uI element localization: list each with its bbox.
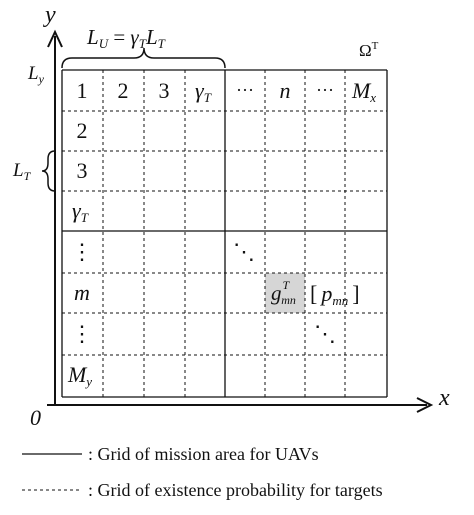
col-label-2: 2: [118, 78, 129, 103]
region-label: ΩT: [359, 40, 379, 60]
row-label-vdots-2: ⋮: [71, 321, 93, 346]
col-label-n: n: [280, 78, 291, 103]
col-label-ellipsis-2: ···: [316, 80, 334, 100]
highlight-cell-probability: [pmn]: [310, 281, 360, 308]
legend-dashed-text: : Grid of existence probability for targ…: [88, 480, 383, 500]
y-axis-arrowhead: [47, 29, 63, 48]
legend-solid-text: : Grid of mission area for UAVs: [88, 444, 319, 464]
origin-label: 0: [30, 405, 41, 430]
brace-top-formula: LU = γTLT: [86, 25, 166, 51]
row-label-vdots-1: ⋮: [71, 239, 93, 264]
diagonal-dots-2: ⋱: [314, 321, 336, 346]
row-label-3: 3: [77, 158, 88, 183]
solid-grid: [61, 69, 388, 398]
y-extent-label: Ly: [27, 63, 45, 86]
col-label-gamma: γT: [195, 78, 212, 105]
left-brace: [41, 150, 56, 192]
col-label-1: 1: [77, 78, 88, 103]
x-axis-name: x: [438, 385, 450, 411]
row-label-m: m: [74, 280, 90, 305]
top-brace: [61, 47, 226, 69]
col-label-ellipsis-1: ···: [236, 80, 254, 100]
highlight-cell-fill: [265, 273, 305, 313]
x-axis-arrowhead: [416, 397, 434, 413]
left-col-labels: 2 3 γT ⋮ m ⋮ My: [67, 118, 93, 389]
y-axis-name: y: [43, 2, 56, 28]
col-label-Mx: Mx: [351, 78, 376, 105]
col-label-3: 3: [159, 78, 170, 103]
row-label-gamma: γT: [72, 198, 89, 225]
axes: [47, 29, 434, 413]
top-row-labels: 1 2 3 γT ··· n ··· Mx: [77, 78, 377, 105]
brace-left-formula: LT: [12, 160, 32, 183]
row-label-2: 2: [77, 118, 88, 143]
row-label-My: My: [67, 362, 92, 389]
diagonal-dots-1: ⋱: [233, 239, 255, 264]
